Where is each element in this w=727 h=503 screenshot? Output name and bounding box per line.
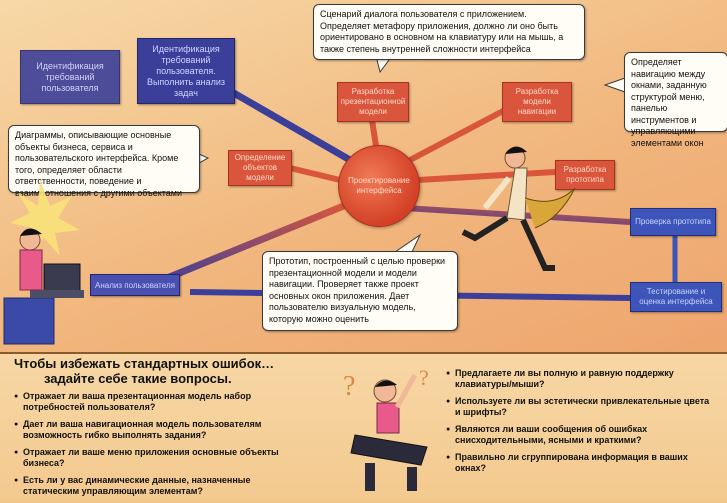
questions-title: Чтобы избежать стандартных ошибок… задай… (14, 356, 274, 386)
arrow-user-to-design (148, 201, 348, 289)
bubble-navigation: Определяет навигацию между окнами, задан… (624, 52, 727, 148)
list-item: Есть ли у вас динамические данные, назна… (14, 475, 304, 497)
design-circle: Проектирование интерфейса (338, 145, 420, 227)
box-navigation-model: Разработка модели навигации (502, 82, 572, 122)
running-man-illustration (461, 146, 576, 271)
arrow-design-to-presentation (369, 119, 379, 147)
list-item: Дает ли ваша навигационная модель пользо… (14, 419, 304, 441)
piano-man-illustration: ? ? (343, 365, 429, 491)
box-user-analysis: Анализ пользователя (90, 274, 180, 296)
list-item: Отражает ли ваша презентационная модель … (14, 391, 304, 413)
list-item: Используете ли вы эстетически привлекате… (446, 396, 716, 418)
box-identify-requirements: Идентификация требований пользователя (20, 50, 120, 104)
list-item: Являются ли ваши сообщения об ошибках сн… (446, 424, 716, 446)
svg-text:?: ? (343, 371, 355, 402)
box-presentation-model: Разработка презентационной модели (337, 82, 409, 122)
questions-list-left: Отражает ли ваша презентационная модель … (14, 391, 304, 503)
bubble-scenario: Сценарий диалога пользователя с приложен… (313, 4, 585, 60)
svg-text:?: ? (419, 365, 429, 390)
arrow-design-to-navigation (408, 107, 507, 163)
arrow-design-to-objects (289, 165, 341, 183)
bubble-tail-prototype (393, 233, 422, 253)
box-prototype-check: Проверка прототипа (630, 208, 716, 236)
questions-title-line1: Чтобы избежать стандартных ошибок… (14, 356, 275, 371)
arrow-analysis-to-design (230, 88, 352, 164)
box-prototype-dev: Разработка прототипа (555, 160, 615, 190)
list-item: Отражает ли ваше меню приложения основны… (14, 447, 304, 469)
computer-user-illustration (3, 180, 84, 345)
box-model-objects: Определение объектов модели (228, 150, 292, 186)
list-item: Правильно ли сгруппирована информация в … (446, 452, 716, 474)
arrow-design-to-prototype (417, 169, 556, 183)
box-task-analysis: Идентификация требований пользователя. В… (137, 38, 235, 104)
list-item: Предлагаете ли вы полную и равную поддер… (446, 368, 716, 390)
questions-list-right: Предлагаете ли вы полную и равную поддер… (446, 368, 716, 480)
bubble-tail-navigation (603, 77, 626, 93)
bubble-prototype: Прототип, построенный с целью проверки п… (262, 251, 458, 331)
box-testing: Тестирование и оценка интерфейса (630, 282, 722, 312)
questions-title-line2: задайте себе такие вопросы. (44, 371, 232, 386)
